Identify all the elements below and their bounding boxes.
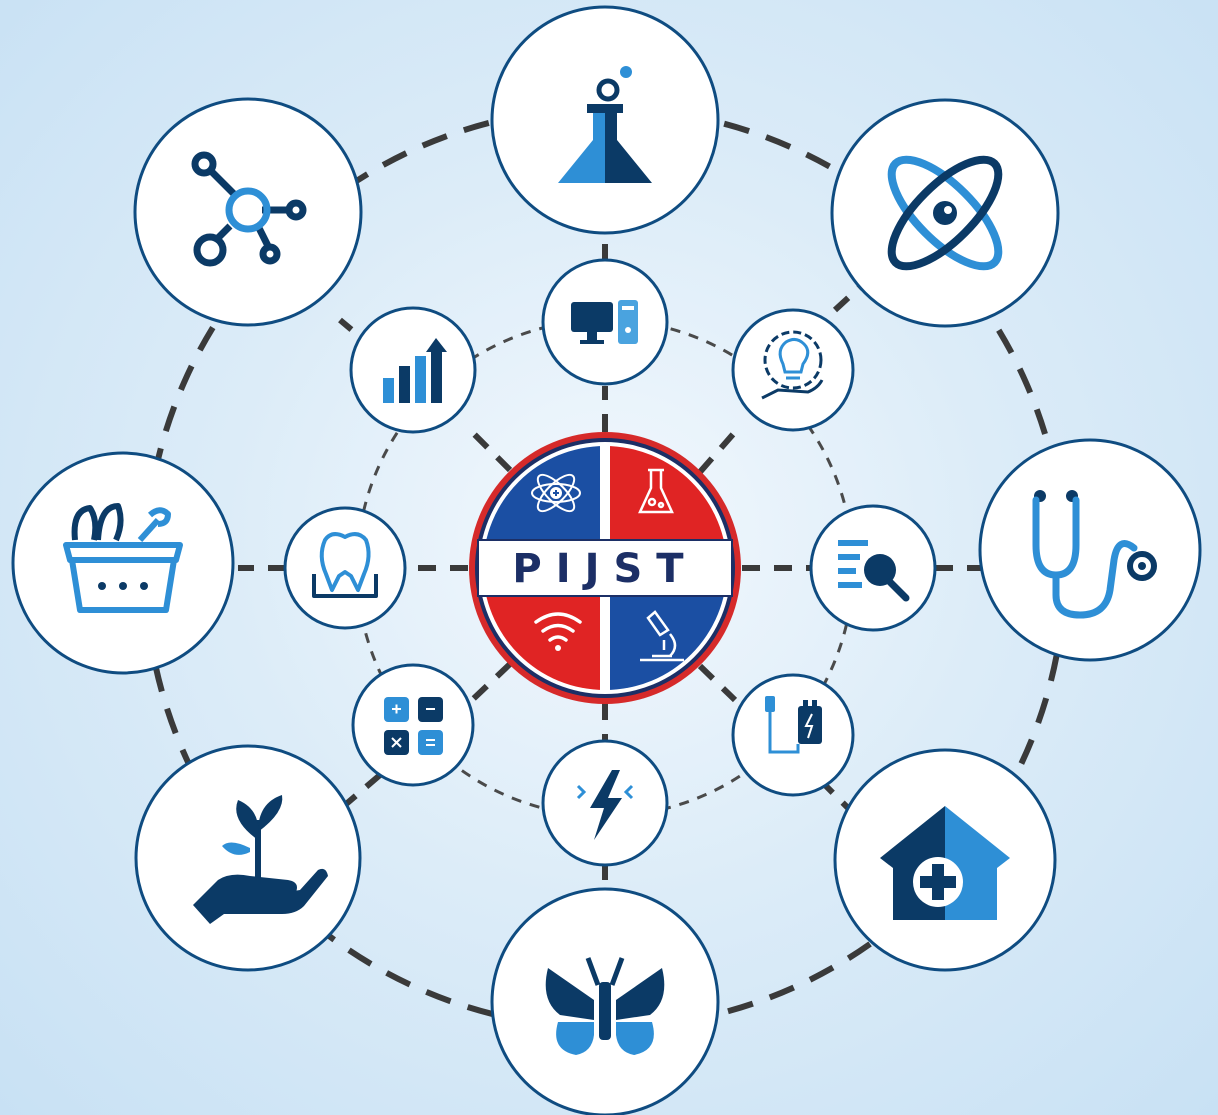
node-innovation [731,308,855,432]
bar-chart-icon [383,338,447,403]
flask-icon [638,468,674,514]
node-search-document [809,504,937,632]
node-plant-hand [134,744,362,972]
microscope-icon [640,610,684,662]
node-battery [731,673,855,797]
medical-house-icon [880,806,1010,920]
node-electricity [541,739,669,867]
tooth-icon [312,532,378,598]
pijst-logo: PIJST [469,432,741,704]
node-computer [541,258,669,386]
lightning-icon [576,770,634,840]
logo-text: PIJST [512,546,697,592]
node-butterfly [490,887,720,1115]
node-growth-chart [349,306,477,434]
molecule-icon [191,151,307,267]
calculator-icon [384,697,443,755]
node-flask [490,5,720,235]
computer-icon [571,300,638,344]
inner-spokes [405,386,812,742]
node-atom [830,98,1060,328]
herb-basket-icon [63,503,183,613]
node-health-house [833,748,1057,972]
battery-charging-icon [765,696,822,754]
search-document-icon [838,540,910,602]
node-calculator [351,663,475,787]
plant-in-hand-icon [193,795,328,924]
wifi-icon [534,612,582,651]
stethoscope-icon [1032,490,1157,619]
node-stethoscope [978,438,1202,662]
lightbulb-gear-icon [761,330,824,400]
atom-plus-icon [531,473,581,513]
butterfly-icon [545,957,665,1055]
node-molecule [133,97,363,327]
atom-icon [887,155,1003,271]
flask-icon [558,66,652,183]
node-herb-basket [11,451,235,675]
node-dental [283,506,407,630]
